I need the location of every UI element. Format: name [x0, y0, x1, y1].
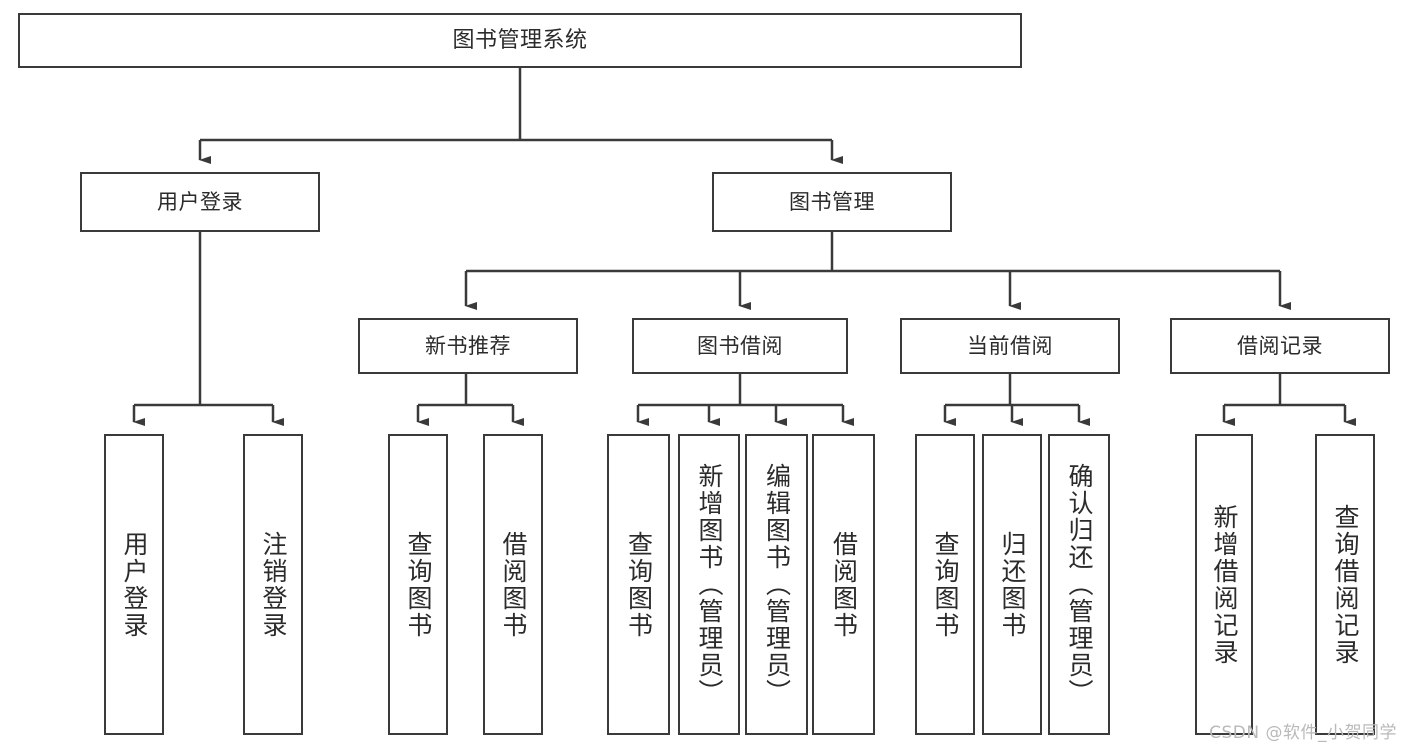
- node-leaf-query-record[interactable]: 查询借阅记录: [1315, 434, 1375, 735]
- node-root-label: 图书管理系统: [452, 27, 588, 53]
- node-leaf-user-login[interactable]: 用户登录: [104, 434, 164, 735]
- node-leaf-confirm-return-label: 确认归还（管理员）: [1065, 463, 1094, 706]
- node-user-login-label: 用户登录: [157, 189, 243, 214]
- node-leaf-add-book-label: 新增图书（管理员）: [695, 463, 724, 706]
- node-leaf-user-login-label: 用户登录: [120, 530, 149, 639]
- node-leaf-query-book-3[interactable]: 查询图书: [915, 434, 975, 735]
- node-leaf-query-record-label: 查询借阅记录: [1331, 503, 1360, 666]
- node-borrow-record[interactable]: 借阅记录: [1170, 318, 1390, 374]
- node-leaf-logout-login-label: 注销登录: [259, 530, 288, 639]
- node-borrow-record-label: 借阅记录: [1237, 333, 1323, 358]
- node-leaf-borrow-book-2[interactable]: 借阅图书: [812, 434, 875, 735]
- node-new-book-rec-label: 新书推荐: [425, 333, 511, 358]
- watermark: CSDN @软件_小贺同学: [1209, 723, 1397, 743]
- node-book-manage-label: 图书管理: [789, 189, 875, 214]
- node-leaf-borrow-book-2-label: 借阅图书: [829, 530, 859, 639]
- node-book-borrow[interactable]: 图书借阅: [632, 318, 848, 374]
- node-leaf-add-record-label: 新增借阅记录: [1210, 503, 1239, 666]
- node-leaf-edit-book-label: 编辑图书（管理员）: [762, 463, 792, 706]
- node-leaf-query-book-1[interactable]: 查询图书: [388, 434, 448, 735]
- node-leaf-borrow-book-1[interactable]: 借阅图书: [483, 434, 543, 735]
- node-leaf-borrow-book-1-label: 借阅图书: [499, 530, 528, 639]
- node-root[interactable]: 图书管理系统: [18, 13, 1022, 68]
- node-leaf-query-book-2[interactable]: 查询图书: [607, 434, 670, 735]
- node-book-borrow-label: 图书借阅: [697, 333, 783, 358]
- node-leaf-confirm-return[interactable]: 确认归还（管理员）: [1048, 434, 1110, 735]
- node-leaf-edit-book[interactable]: 编辑图书（管理员）: [745, 434, 808, 735]
- node-leaf-query-book-1-label: 查询图书: [404, 530, 433, 639]
- node-user-login[interactable]: 用户登录: [80, 172, 320, 232]
- node-leaf-return-book[interactable]: 归还图书: [982, 434, 1042, 735]
- node-leaf-return-book-label: 归还图书: [998, 530, 1027, 639]
- node-leaf-query-book-3-label: 查询图书: [931, 530, 960, 639]
- node-book-manage[interactable]: 图书管理: [712, 172, 952, 232]
- node-leaf-add-record[interactable]: 新增借阅记录: [1195, 434, 1253, 735]
- node-current-borrow-label: 当前借阅: [967, 333, 1053, 358]
- node-leaf-add-book[interactable]: 新增图书（管理员）: [678, 434, 740, 735]
- node-new-book-rec[interactable]: 新书推荐: [358, 318, 578, 374]
- node-leaf-logout-login[interactable]: 注销登录: [243, 434, 303, 735]
- node-current-borrow[interactable]: 当前借阅: [900, 318, 1120, 374]
- node-leaf-query-book-2-label: 查询图书: [624, 530, 654, 639]
